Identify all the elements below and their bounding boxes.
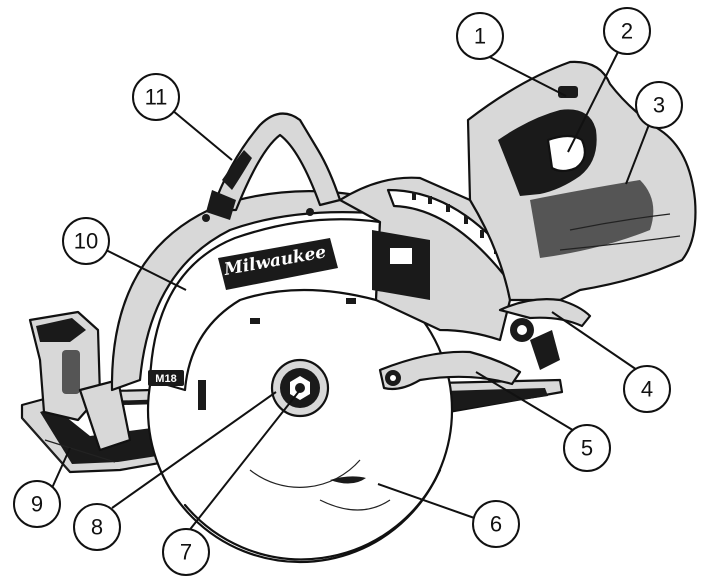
leader-5 <box>475 371 577 433</box>
callout-2: 2 <box>603 7 651 55</box>
front-bracket <box>28 310 132 452</box>
leader-3 <box>625 121 651 185</box>
callout-8: 8 <box>73 503 121 551</box>
callout-4: 4 <box>623 365 671 413</box>
depth-lever <box>498 298 592 370</box>
svg-text:8: 8 <box>91 515 103 540</box>
leader-8 <box>111 391 277 509</box>
callouts: 1 2 3 4 5 6 7 8 <box>13 7 683 576</box>
callout-7: 7 <box>162 528 210 576</box>
front-handle <box>206 112 342 220</box>
leader-10 <box>105 249 187 291</box>
circular-saw-illustration: Milwaukee M18 <box>20 60 697 564</box>
svg-text:1: 1 <box>474 24 486 49</box>
callout-6: 6 <box>472 500 520 548</box>
callout-5: 5 <box>563 424 611 472</box>
leader-2 <box>567 47 621 153</box>
svg-text:3: 3 <box>653 93 665 118</box>
leader-6 <box>377 483 481 521</box>
rear-handle <box>466 60 697 302</box>
motor-housing <box>338 176 522 342</box>
callout-10: 10 <box>62 217 110 265</box>
leader-lines <box>51 47 651 533</box>
arbor-assembly <box>270 358 330 418</box>
callout-3: 3 <box>635 81 683 129</box>
svg-text:6: 6 <box>490 512 502 537</box>
callout-1: 1 <box>456 12 504 60</box>
model-badge: M18 <box>155 373 176 385</box>
callout-11: 11 <box>132 73 180 121</box>
callout-9: 9 <box>13 480 61 528</box>
svg-text:9: 9 <box>31 492 43 517</box>
leader-9 <box>51 447 71 489</box>
svg-text:4: 4 <box>641 377 653 402</box>
leader-1 <box>479 51 567 97</box>
svg-text:7: 7 <box>180 540 192 565</box>
svg-text:2: 2 <box>621 19 633 44</box>
svg-text:5: 5 <box>581 436 593 461</box>
leader-7 <box>187 389 301 533</box>
leader-11 <box>171 109 233 161</box>
svg-text:11: 11 <box>145 85 168 110</box>
lower-guard-lever <box>378 350 522 391</box>
svg-text:10: 10 <box>74 229 98 254</box>
leader-4 <box>551 311 641 373</box>
